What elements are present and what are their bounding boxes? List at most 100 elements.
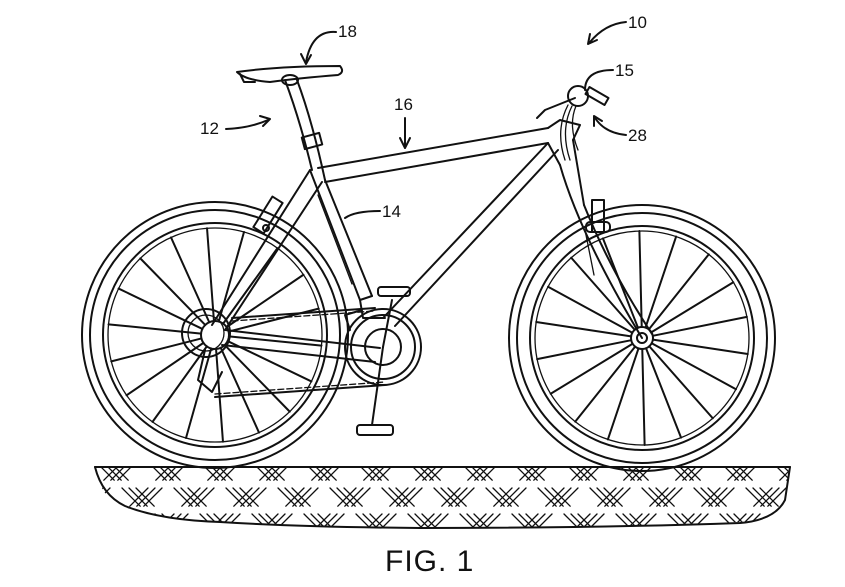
hatch-line — [207, 467, 227, 481]
spoke — [184, 347, 213, 439]
hatch-line — [511, 467, 531, 481]
label-12: 12 — [200, 115, 271, 138]
hatch-line — [95, 487, 97, 507]
hatch-line — [129, 487, 149, 507]
svg-text:15: 15 — [615, 61, 634, 80]
hatch-line — [344, 487, 364, 507]
label-28: 28 — [593, 115, 647, 145]
bicycle-frame — [211, 119, 653, 363]
hatch-line — [266, 467, 286, 481]
hatch-line — [675, 513, 695, 528]
hatch-line — [693, 487, 713, 507]
hatch-line — [578, 513, 598, 528]
spoke — [641, 347, 646, 446]
hatch-line — [727, 467, 747, 481]
spoke — [650, 281, 735, 334]
hatch-line — [441, 487, 461, 507]
spoke — [536, 339, 633, 361]
hatch-line — [585, 513, 605, 528]
hatch-line — [110, 513, 130, 528]
hatch-line — [337, 487, 357, 507]
hatch-line — [563, 513, 583, 528]
hatch-line — [537, 487, 557, 507]
hatch-line — [240, 487, 260, 507]
hatch-line — [526, 513, 546, 528]
spoke — [110, 337, 203, 363]
hatch-line — [303, 467, 323, 481]
hatch-line — [563, 467, 583, 481]
hatch-line — [407, 467, 427, 481]
svg-text:14: 14 — [382, 202, 401, 221]
hatch-line — [689, 467, 709, 481]
hatch-line — [292, 487, 312, 507]
hatch-line — [559, 487, 579, 507]
hatch-line — [162, 467, 182, 481]
hatch-line — [771, 513, 790, 528]
spoke — [227, 335, 323, 347]
hatch-line — [155, 467, 175, 481]
hatch-line — [760, 487, 780, 507]
hatch-line — [102, 513, 122, 528]
hatch-line — [545, 487, 565, 507]
hatch-line — [779, 467, 790, 481]
hatch-line — [682, 467, 702, 481]
hatch-line — [455, 487, 475, 507]
spoke — [647, 253, 710, 331]
hatch-line — [682, 513, 702, 528]
hatch-line — [351, 487, 371, 507]
hatch-line — [615, 467, 635, 481]
hatch-line — [467, 467, 487, 481]
spoke — [606, 347, 640, 441]
hatch-line — [199, 467, 219, 481]
hatch-line — [109, 513, 129, 528]
hatch-line — [493, 487, 513, 507]
hatch-line — [381, 487, 401, 507]
hatch-line — [285, 487, 305, 507]
hatch-line — [597, 487, 617, 507]
hatch-line — [519, 467, 539, 481]
hatch-line — [329, 487, 349, 507]
hatch-line — [273, 467, 293, 481]
hatch-line — [500, 487, 520, 507]
spoke — [139, 257, 207, 326]
hatch-line — [188, 487, 208, 507]
hatch-line — [225, 487, 245, 507]
hatch-line — [251, 513, 271, 528]
hatch-line — [481, 513, 501, 528]
spoke — [570, 256, 636, 331]
hatch-line — [181, 487, 201, 507]
label-18: 18 — [300, 22, 357, 65]
hatch-line — [355, 467, 375, 481]
hatch-line — [266, 513, 286, 528]
hatch-line — [311, 513, 331, 528]
hatch-line — [377, 513, 397, 528]
hatch-line — [641, 487, 661, 507]
hatch-line — [173, 487, 193, 507]
spoke — [651, 315, 748, 337]
hatch-line — [299, 487, 319, 507]
hatch-line — [273, 513, 293, 528]
hatch-line — [708, 487, 728, 507]
hatch-line — [667, 467, 687, 481]
hatch-line — [169, 467, 189, 481]
hatch-line — [147, 467, 167, 481]
hatch-line — [121, 487, 141, 507]
hatch-line — [311, 467, 331, 481]
hatch-line — [95, 513, 115, 528]
hatch-line — [649, 487, 669, 507]
hatch-line — [110, 467, 130, 481]
hatch-line — [507, 487, 527, 507]
spoke — [549, 342, 634, 395]
spoke — [151, 345, 208, 423]
hatch-line — [415, 513, 435, 528]
hatch-line — [485, 487, 505, 507]
hatch-line — [675, 467, 695, 481]
hatch-line — [363, 513, 383, 528]
hatch-line — [396, 487, 416, 507]
figure-caption: FIG. 1 — [385, 545, 474, 578]
hatch-line — [259, 513, 279, 528]
hatch-line — [637, 513, 657, 528]
hatch-line — [363, 467, 383, 481]
hatch-line — [355, 513, 375, 528]
